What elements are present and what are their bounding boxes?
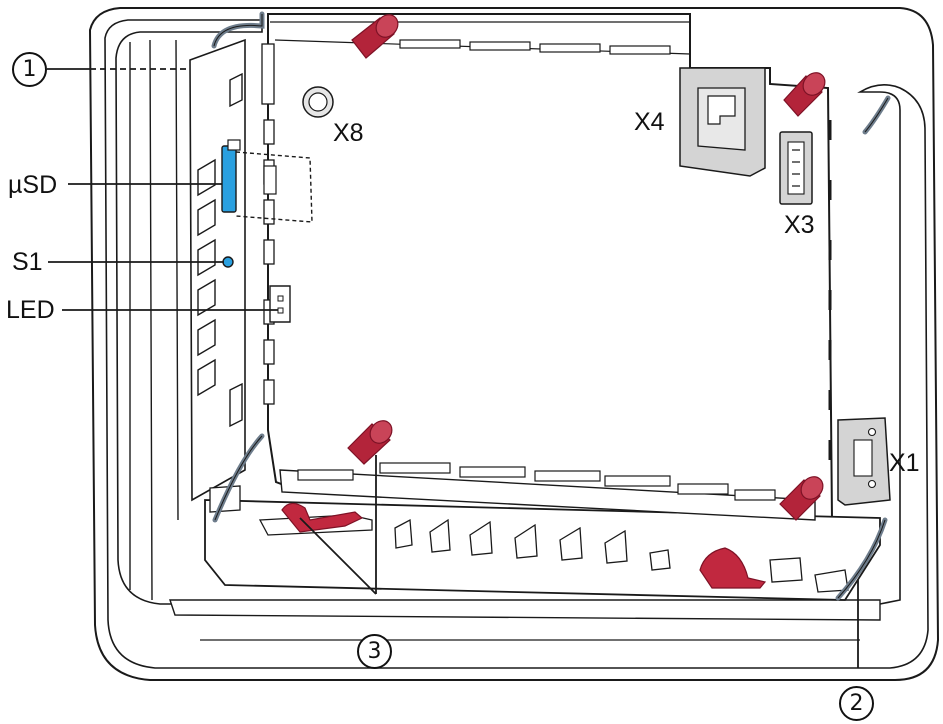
callout-3: 3 [357,634,392,669]
led-part [269,285,291,323]
tray-slots [297,462,776,501]
callout-1: 1 [12,52,47,87]
pcb-top-slots [399,39,671,55]
s1-button [222,256,234,268]
x1-label: X1 [889,449,920,477]
usd-label: µSD [8,171,58,199]
microsd-card [221,145,237,213]
x8-label: X8 [333,119,364,147]
red-screw-bottom-right [779,476,824,521]
x4-label: X4 [634,108,665,136]
led-label: LED [6,296,55,324]
x3-label: X3 [784,211,815,239]
red-screw-top-left [351,14,399,59]
pcb-left-edge [261,43,275,405]
left-hooks [197,72,243,428]
red-clip-right [699,547,767,589]
x3-connector [779,131,813,205]
housing-left-wall [129,39,179,601]
housing-inner-rim [104,19,929,669]
leader-lines [47,68,859,668]
callout-2: 2 [839,686,874,721]
x1-connector [837,417,891,506]
sd-slot-dashed [235,151,313,223]
x4-connector [679,67,766,177]
housing-front-ledge [169,599,881,621]
red-clip-left [281,502,364,533]
s1-label: S1 [12,248,43,276]
red-screw-bottom-left [347,420,393,465]
red-screw-top-right [783,72,826,117]
